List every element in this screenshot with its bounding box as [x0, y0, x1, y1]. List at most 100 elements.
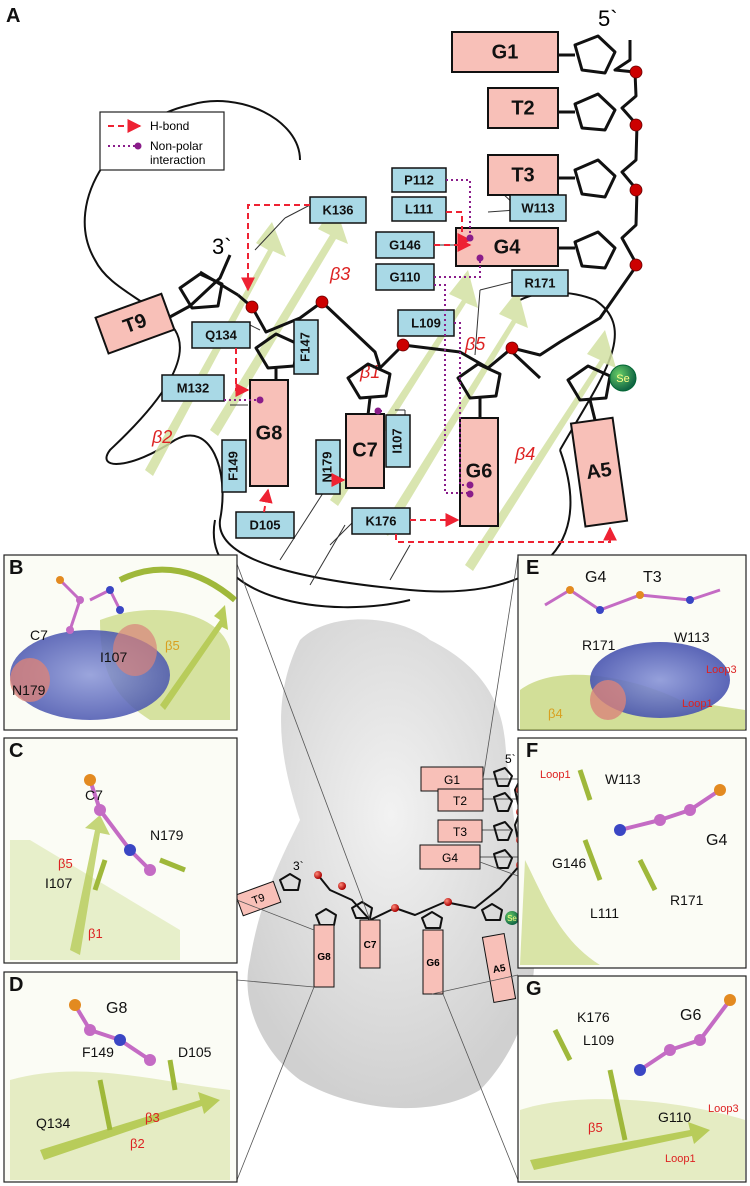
panel-f-letter: F: [526, 740, 538, 762]
panel-d: D G8 F149 D105 Q134 β3 β2: [3, 971, 238, 1183]
nucleotide-g8: G8: [249, 379, 289, 487]
center-g8: G8: [313, 924, 335, 988]
center-panel: Se 5` 3` G1 T2 T3 G4 T9 G8 C7 G6 A5: [235, 555, 535, 1181]
nucleotide-a5: A5: [569, 416, 629, 528]
nucleotide-c7: C7: [345, 413, 385, 489]
f-w113: W113: [605, 771, 641, 787]
svg-text:G1: G1: [444, 773, 460, 787]
five-prime-label: 5`: [598, 6, 618, 31]
svg-text:M132: M132: [177, 380, 210, 395]
label-beta5: β5: [464, 334, 486, 354]
svg-text:K136: K136: [322, 202, 353, 217]
f-loop1: Loop1: [540, 769, 571, 781]
svg-text:T3: T3: [453, 825, 467, 839]
c-beta5: β5: [58, 856, 73, 871]
sugar-t9: [178, 272, 224, 310]
strand-beta3: [210, 205, 348, 436]
label-beta4: β4: [514, 444, 535, 464]
center-g1: G1: [420, 766, 484, 792]
d-d105: D105: [178, 1044, 212, 1060]
residue-r171: R171: [511, 269, 569, 297]
svg-text:P112: P112: [404, 172, 434, 187]
b-c7: C7: [30, 627, 48, 643]
panel-g-letter: G: [526, 978, 542, 1000]
residue-i107: I107: [385, 414, 411, 468]
residue-f149: F149: [221, 439, 247, 493]
phosphates: [245, 65, 643, 355]
g-k176: K176: [577, 1009, 610, 1025]
e-loop1: Loop1: [682, 698, 713, 710]
panel-a-letter: A: [6, 5, 20, 27]
sugar-a5: [566, 364, 612, 402]
svg-text:L111: L111: [405, 201, 433, 216]
sugar-t3: [573, 158, 617, 199]
sugar-g4: [573, 230, 617, 270]
b-beta5: β5: [165, 638, 180, 653]
e-t3: T3: [643, 569, 662, 586]
c-i107: I107: [45, 875, 72, 891]
e-w113: W113: [674, 629, 710, 645]
panel-b-letter: B: [9, 557, 23, 579]
svg-text:G4: G4: [442, 851, 458, 865]
svg-text:A5: A5: [585, 459, 613, 484]
svg-text:C7: C7: [352, 439, 378, 461]
g-g110: G110: [658, 1109, 691, 1125]
svg-text:I107: I107: [389, 428, 404, 453]
residue-k136: K136: [309, 196, 367, 224]
g-beta5: β5: [588, 1120, 603, 1135]
d-q134: Q134: [36, 1115, 70, 1131]
center-five-prime: 5`: [505, 752, 516, 766]
svg-text:G146: G146: [389, 237, 421, 252]
protein-outline-inner: [189, 100, 411, 609]
residue-n179: N179: [315, 439, 341, 495]
sugar-c7: [346, 362, 392, 400]
svg-text:A5: A5: [492, 963, 507, 976]
d-beta3: β3: [145, 1110, 160, 1125]
nucleotide-t3: T3: [487, 154, 559, 196]
c-n179: N179: [150, 827, 184, 843]
residue-m132: M132: [161, 374, 225, 402]
center-t2: T2: [437, 788, 484, 812]
svg-text:G8: G8: [317, 952, 331, 963]
f-l111: L111: [590, 905, 619, 921]
panel-c: C C7 N179 I107 β5 β1: [3, 737, 238, 964]
d-g8: G8: [106, 1000, 127, 1017]
f-g146: G146: [552, 855, 586, 871]
selenium-atom: [609, 364, 637, 392]
panel-g: G K176 G6 L109 G110 Loop3 β5 Loop1: [517, 975, 747, 1183]
e-beta4: β4: [548, 706, 563, 721]
residue-k176: K176: [351, 507, 411, 535]
f-g4: G4: [706, 832, 727, 849]
center-g4: G4: [419, 844, 481, 870]
center-t9: T9: [235, 880, 282, 917]
svg-text:G1: G1: [492, 41, 519, 63]
legend: H-bond Non-polar interaction: [99, 111, 225, 171]
svg-text:G6: G6: [466, 460, 493, 482]
nucleotide-t9: T9: [94, 292, 176, 355]
svg-text:N179: N179: [319, 451, 334, 482]
sugar-g6: [456, 362, 502, 400]
panel-c-letter: C: [9, 740, 23, 762]
g-loop1: Loop1: [665, 1153, 696, 1165]
svg-text:L109: L109: [411, 315, 441, 330]
d-f149: F149: [82, 1044, 114, 1060]
label-beta2: β2: [151, 427, 172, 447]
panel-e-letter: E: [526, 557, 539, 579]
residue-d105: D105: [235, 511, 295, 539]
sugar-g1: [573, 34, 617, 75]
residue-p112: P112: [391, 167, 447, 193]
svg-text:T2: T2: [453, 794, 467, 808]
e-g4: G4: [585, 569, 606, 586]
legend-nonpolar-2: interaction: [150, 153, 205, 167]
panel-f: F Loop1 W113 G4 G146 L111 R171: [517, 737, 747, 969]
connector-lines: [230, 179, 521, 586]
center-c7: C7: [359, 919, 381, 969]
selenium-label: Se: [616, 373, 629, 385]
d-beta2: β2: [130, 1136, 145, 1151]
g-g6: G6: [680, 1007, 701, 1024]
residue-w113: W113: [509, 194, 567, 222]
svg-text:T2: T2: [511, 97, 534, 119]
residue-l111: L111: [391, 196, 447, 222]
svg-text:Se: Se: [507, 914, 517, 923]
